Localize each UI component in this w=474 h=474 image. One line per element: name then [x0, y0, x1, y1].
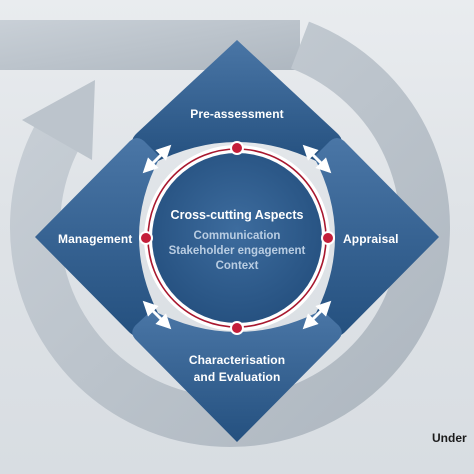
cycle-arrow-ring — [10, 21, 450, 447]
label-and-evaluation: and Evaluation — [193, 370, 281, 384]
arrow-bottom-right — [302, 300, 332, 330]
tile-pre-assessment[interactable] — [132, 40, 342, 164]
center-item-stakeholder: Stakeholder engagement — [168, 245, 306, 257]
node-top — [230, 141, 244, 155]
tiles — [35, 40, 439, 442]
label-characterisation: Characterisation — [188, 353, 286, 367]
node-left — [139, 231, 153, 245]
label-management: Management — [58, 232, 133, 246]
arrow-bottom-left — [142, 300, 172, 330]
center-item-communication: Communication — [193, 230, 281, 242]
tile-appraisal[interactable] — [314, 138, 439, 336]
footer-text: Under — [432, 431, 467, 445]
center-disc — [152, 153, 322, 323]
label-appraisal: Appraisal — [343, 232, 399, 246]
node-bottom — [230, 321, 244, 335]
connector-arrows — [142, 144, 332, 330]
ring-nodes — [139, 141, 335, 335]
center-title: Cross-cutting Aspects — [170, 208, 304, 222]
arrow-top-right — [302, 144, 332, 174]
node-right — [321, 231, 335, 245]
center-item-context: Context — [215, 260, 259, 272]
tile-characterisation[interactable] — [132, 310, 342, 442]
label-pre-assessment: Pre-assessment — [190, 107, 284, 121]
tile-management[interactable] — [35, 138, 160, 336]
cycle-arrow-head — [22, 80, 95, 160]
arrow-top-left — [142, 144, 172, 174]
